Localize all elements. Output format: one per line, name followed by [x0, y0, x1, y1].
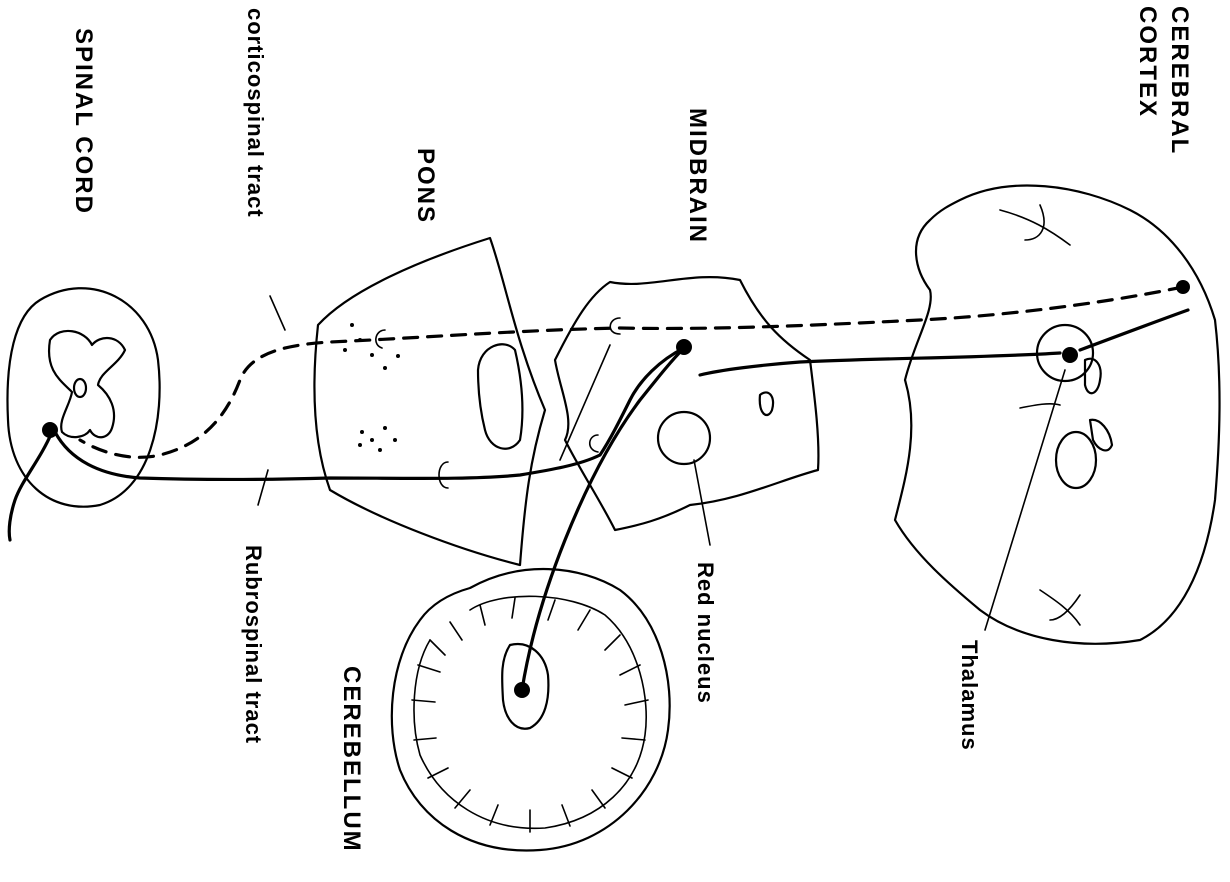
spinal-cord-label: SPINAL CORD	[70, 28, 97, 215]
cerebellum-section	[392, 569, 670, 850]
rubrospinal-tract-label: Rubrospinal tract	[241, 545, 266, 744]
pons-label: PONS	[412, 148, 439, 224]
pons-section	[314, 238, 545, 565]
pathways	[9, 280, 1190, 698]
thalamus-label: Thalamus	[957, 640, 982, 751]
cerebral-cortex-section	[895, 186, 1220, 644]
pons-nuclei-dots	[343, 323, 400, 452]
cerebral-cortex-label-line1: CEREBRAL	[1166, 6, 1193, 155]
red-nucleus-label: Red nucleus	[693, 562, 718, 704]
midbrain-section	[555, 277, 818, 530]
corticospinal-tract-label: corticospinal tract	[243, 8, 268, 218]
rubrospinal-tract-path	[55, 348, 684, 480]
midbrain-label: MIDBRAIN	[684, 108, 711, 244]
labels: SPINAL CORD corticospinal tract PONS MID…	[70, 6, 1193, 853]
corticospinal-tract-path	[80, 287, 1183, 457]
thalamus-to-midbrain-path	[700, 353, 1060, 375]
cerebellum-label: CEREBELLUM	[338, 666, 365, 853]
cortex-to-thalamus-path	[1080, 310, 1188, 350]
cerebral-cortex-label-line2: CORTEX	[1134, 6, 1161, 118]
spinal-outflow-path	[9, 432, 52, 540]
